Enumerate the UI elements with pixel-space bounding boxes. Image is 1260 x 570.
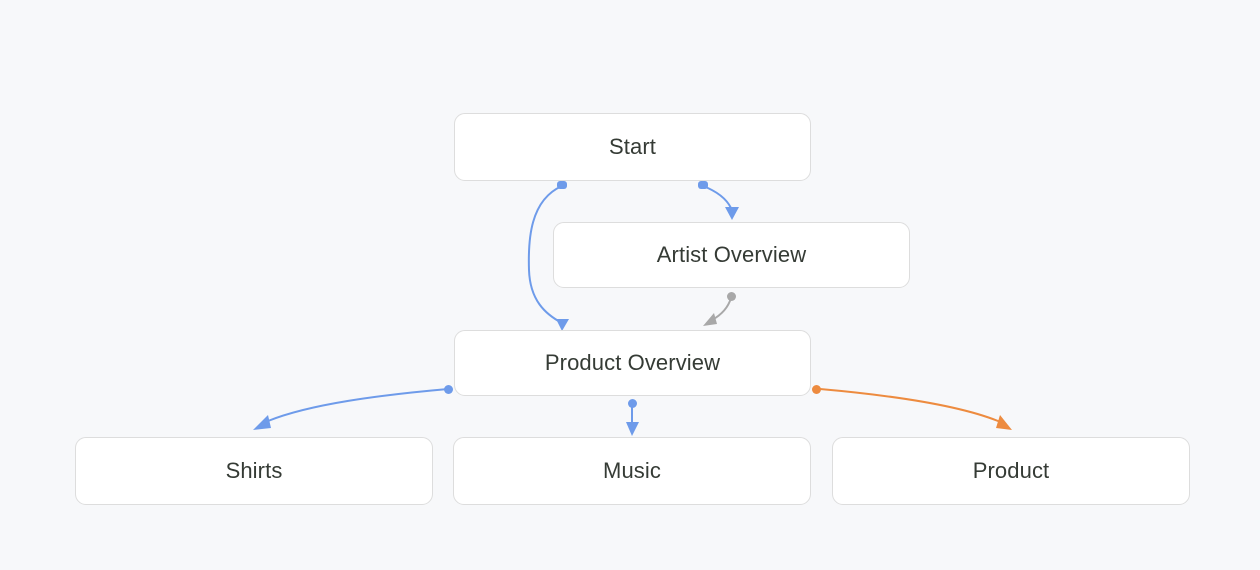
- handle-product-overview-source-right[interactable]: [812, 385, 821, 394]
- node-start[interactable]: Start: [454, 113, 811, 181]
- arrowhead-icon: [253, 415, 271, 430]
- edge-start-to-artist-overview: [702, 185, 739, 220]
- node-product-label: Product: [972, 458, 1050, 483]
- node-music[interactable]: Music: [453, 437, 811, 505]
- arrowhead-icon: [626, 422, 639, 436]
- arrowhead-icon: [703, 313, 717, 326]
- edge-product-overview-to-music: [626, 403, 639, 436]
- arrowhead-icon: [996, 415, 1012, 430]
- node-product-overview-label: Product Overview: [544, 350, 721, 375]
- handle-artist-overview-source[interactable]: [727, 292, 736, 301]
- node-artist-overview-label: Artist Overview: [656, 242, 807, 267]
- node-shirts[interactable]: Shirts: [75, 437, 433, 505]
- handle-product-overview-source-left[interactable]: [444, 385, 453, 394]
- handle-start-source-right[interactable]: [698, 181, 708, 189]
- node-artist-overview[interactable]: Artist Overview: [553, 222, 910, 288]
- handle-start-source-left[interactable]: [557, 181, 567, 189]
- edge-product-overview-to-product: [819, 388, 1012, 430]
- edge-artist-overview-to-product-overview: [703, 297, 732, 326]
- node-start-label: Start: [609, 134, 656, 159]
- node-product-overview[interactable]: Product Overview: [454, 330, 811, 396]
- edge-product-overview-to-shirts: [253, 388, 449, 430]
- node-music-label: Music: [603, 458, 661, 483]
- node-product[interactable]: Product: [832, 437, 1190, 505]
- handle-product-overview-source-bottom[interactable]: [628, 399, 637, 408]
- node-shirts-label: Shirts: [225, 458, 283, 483]
- arrowhead-icon: [725, 207, 739, 220]
